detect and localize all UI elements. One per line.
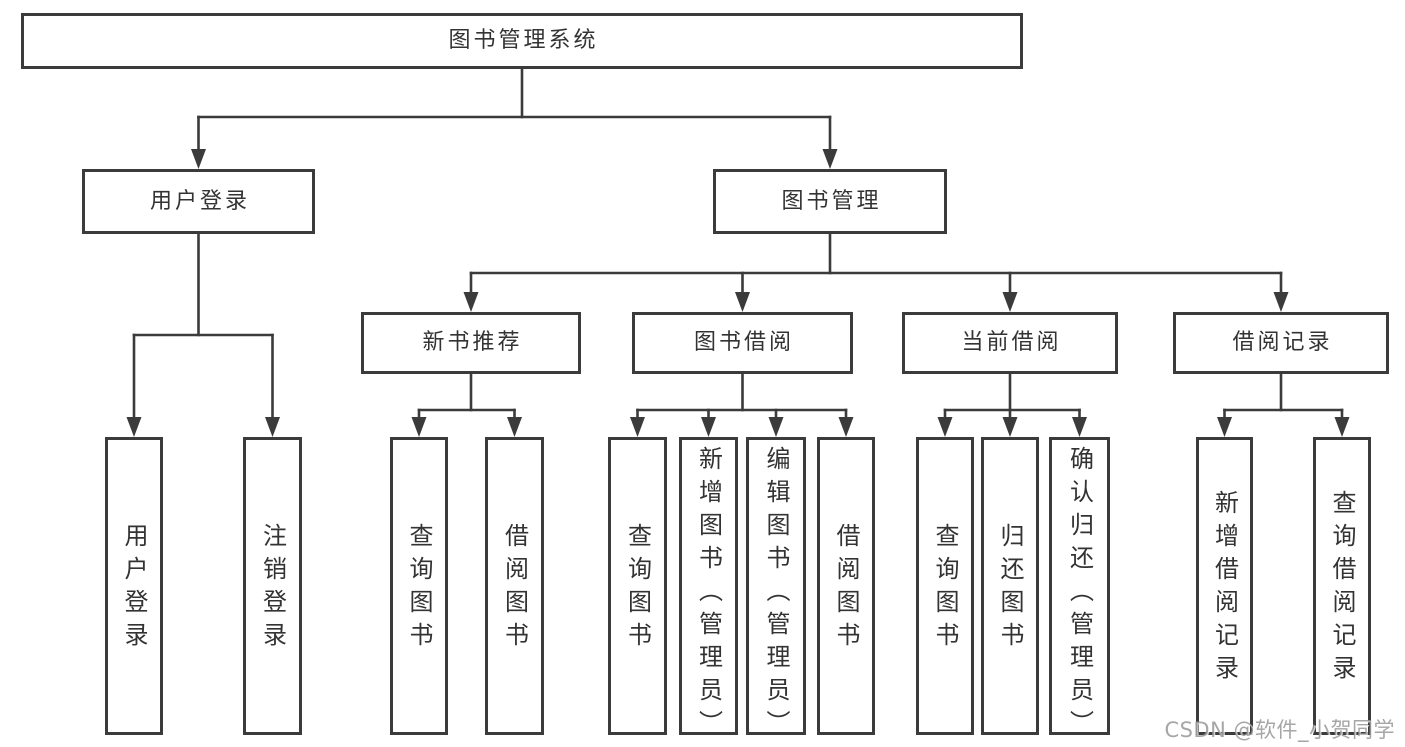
node-current-borrow: 当前借阅 <box>902 312 1118 374</box>
node-user-login: 用户登录 <box>82 169 315 234</box>
node-label-book-mgmt: 图书管理 <box>781 188 882 214</box>
node-label-leaf-confirm-return: 确认归还（管理员） <box>1065 446 1094 743</box>
arrowhead-icon <box>937 417 953 437</box>
node-label-leaf-query-book-2: 查询图书 <box>623 523 652 655</box>
arrowhead-icon <box>1217 417 1232 437</box>
node-leaf-query-book-2: 查询图书 <box>608 437 667 735</box>
arrowhead-icon <box>1273 292 1289 312</box>
arrowhead-icon <box>630 417 645 437</box>
node-label-leaf-query-book-1: 查询图书 <box>405 523 433 655</box>
arrowhead-icon <box>191 149 206 169</box>
node-label-new-book-rec: 新书推荐 <box>422 330 523 355</box>
node-label-user-login: 用户登录 <box>149 188 250 214</box>
node-leaf-logout: 注销登录 <box>243 437 302 735</box>
watermark: CSDN @软件_小贺同学 <box>1164 718 1395 742</box>
node-label-leaf-add-book: 新增图书（管理员） <box>694 446 723 743</box>
node-label-leaf-borrow-book-2: 借阅图书 <box>832 523 860 655</box>
arrowhead-icon <box>735 292 750 312</box>
node-label-leaf-add-record: 新增借阅记录 <box>1210 490 1239 688</box>
node-label-leaf-edit-book: 编辑图书（管理员） <box>762 446 790 743</box>
node-label-leaf-borrow-book-1: 借阅图书 <box>500 523 529 655</box>
node-label-leaf-logout: 注销登录 <box>258 523 287 655</box>
node-leaf-edit-book: 编辑图书（管理员） <box>746 437 806 743</box>
arrowhead-icon <box>1002 417 1018 437</box>
arrowhead-icon <box>768 417 784 437</box>
node-leaf-query-book-3: 查询图书 <box>916 437 974 735</box>
node-label-leaf-return-book: 归还图书 <box>996 523 1024 655</box>
arrowhead-icon <box>1334 417 1350 437</box>
node-label-borrow-records: 借阅记录 <box>1232 330 1333 355</box>
node-borrow-records: 借阅记录 <box>1173 312 1389 374</box>
node-new-book-rec: 新书推荐 <box>361 312 581 374</box>
node-label-leaf-query-record: 查询借阅记录 <box>1328 490 1356 688</box>
node-label-current-borrow: 当前借阅 <box>961 330 1062 355</box>
node-label-book-borrow: 图书借阅 <box>693 330 794 355</box>
arrowhead-icon <box>507 417 522 437</box>
arrowhead-icon <box>838 417 854 437</box>
arrowhead-icon <box>463 292 479 312</box>
arrowhead-icon <box>126 417 142 437</box>
arrowhead-icon <box>1072 417 1087 437</box>
node-leaf-query-record: 查询借阅记录 <box>1313 437 1371 735</box>
node-label-leaf-user-login: 用户登录 <box>120 523 148 655</box>
arrowhead-icon <box>822 149 838 169</box>
node-book-mgmt: 图书管理 <box>713 169 947 234</box>
node-label-leaf-query-book-3: 查询图书 <box>931 523 959 655</box>
node-leaf-borrow-book-1: 借阅图书 <box>485 437 544 735</box>
node-leaf-query-book-1: 查询图书 <box>390 437 448 735</box>
node-label-root: 图书管理系统 <box>448 28 599 53</box>
arrowhead-icon <box>701 417 716 437</box>
arrowhead-icon <box>1002 292 1018 312</box>
node-book-borrow: 图书借阅 <box>632 312 853 374</box>
node-leaf-add-book: 新增图书（管理员） <box>679 437 738 743</box>
node-leaf-borrow-book-2: 借阅图书 <box>817 437 875 735</box>
node-root: 图书管理系统 <box>21 13 1023 69</box>
arrowhead-icon <box>265 417 280 437</box>
node-leaf-return-book: 归还图书 <box>981 437 1039 735</box>
node-leaf-user-login: 用户登录 <box>105 437 163 735</box>
arrowhead-icon <box>411 417 427 437</box>
node-leaf-confirm-return: 确认归还（管理员） <box>1049 437 1110 743</box>
node-leaf-add-record: 新增借阅记录 <box>1196 437 1253 735</box>
